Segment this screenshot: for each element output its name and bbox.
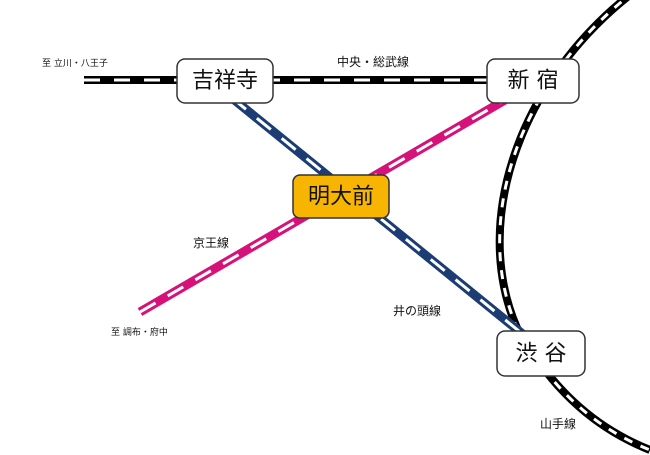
yamanote-line-label: 山手線 (540, 416, 576, 431)
station-kichijoji-label: 吉祥寺 (192, 69, 258, 94)
chuo-line-label: 中央・総武線 (337, 54, 409, 69)
station-meidaimae[interactable]: 明大前 (292, 174, 390, 219)
inokashira-line (229, 94, 533, 344)
inokashira-line-label: 井の頭線 (393, 303, 441, 318)
station-meidaimae-label: 明大前 (308, 185, 374, 210)
station-kichijoji[interactable]: 吉祥寺 (176, 58, 274, 104)
station-shibuya-label: 渋 谷 (516, 342, 567, 367)
chuo-terminus-label: 至 立川・八王子 (42, 57, 108, 69)
station-shinjuku[interactable]: 新 宿 (486, 58, 580, 104)
station-shibuya[interactable]: 渋 谷 (496, 330, 586, 377)
station-shinjuku-label: 新 宿 (508, 69, 559, 94)
keio-terminus-label: 至 調布・府中 (111, 326, 168, 338)
keio-line-label: 京王線 (193, 235, 229, 250)
